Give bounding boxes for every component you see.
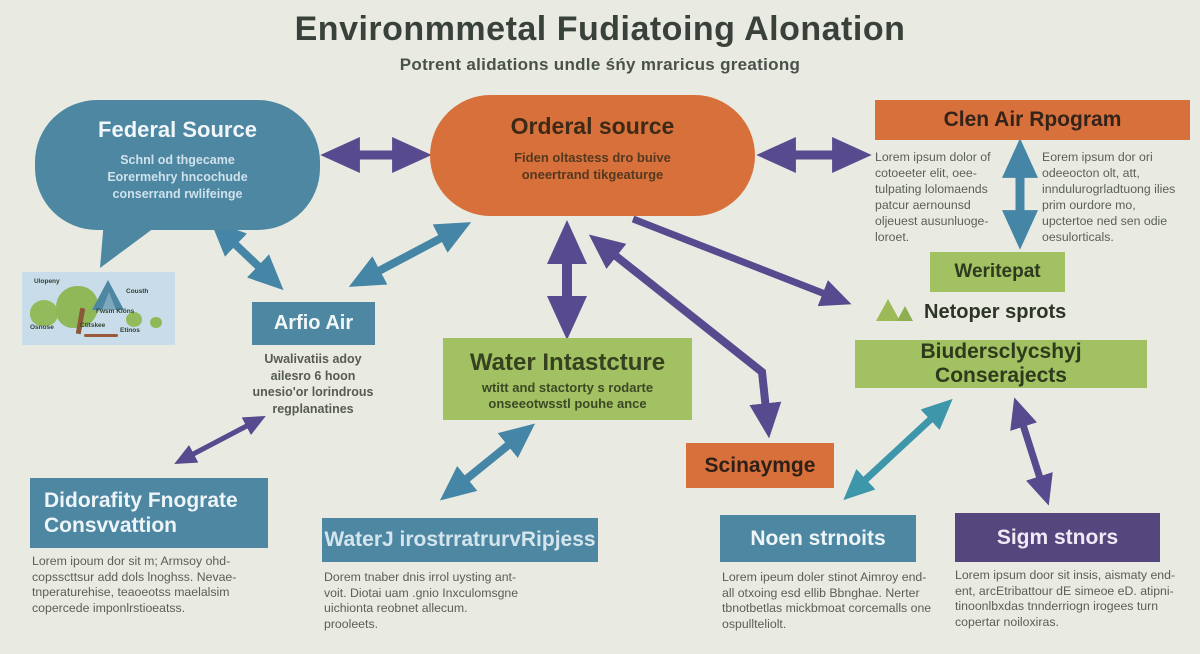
- scinaymge-label: Scinaymge: [704, 453, 816, 477]
- clen-air-text-left: Lorem ipsum dolor of cotoeeter elit, oee…: [875, 150, 991, 244]
- ground-stroke: [84, 334, 118, 337]
- mountain-highlight-icon: [102, 292, 116, 310]
- orderal-source-body: Fiden oltastess dro buive oneertrand tik…: [514, 150, 671, 182]
- illustration-label: Ulopeny: [34, 278, 60, 285]
- node-federal-source: Federal Source Schnl od thgecame Eorerme…: [35, 100, 320, 230]
- node-scinaymge: Scinaymge: [686, 443, 834, 488]
- page-subtitle: Potrent alidations undle śńy mraricus gr…: [399, 55, 801, 74]
- biuderscl-label: Biudersclycshyj Conserajects: [920, 340, 1082, 387]
- node-biuderscl-conserajects: Biudersclycshyj Conserajects: [855, 340, 1147, 388]
- federal-source-label: Federal Source: [98, 117, 257, 142]
- node-water-intastcture: Water Intastcture wtitt and stactorty s …: [443, 338, 692, 420]
- illustration-label: Etinos: [120, 327, 140, 334]
- illustration-label: Ctitskee: [80, 322, 106, 329]
- arrow-didorafity-to-arfio: [174, 415, 266, 465]
- noen-body: Lorem ipeum doler stinot Aimroy end- all…: [722, 570, 932, 631]
- sigm-label: Sigm stnors: [996, 525, 1119, 549]
- header: Environmmetal Fudiatoing Alonation Potre…: [0, 10, 1200, 75]
- node-weritepat: Weritepat: [930, 252, 1065, 292]
- waterj-body: Dorem tnaber dnis irrol uysting ant- voi…: [324, 570, 519, 631]
- arrow-orderal-to-scinaymge: [588, 234, 782, 439]
- water-intastcture-body: wtitt and stactorty s rodarte onseeotwss…: [481, 380, 654, 411]
- node-noen-strnoits: Noen strnoits: [720, 515, 916, 562]
- page-title: Environmmetal Fudiatoing Alonation: [294, 10, 906, 48]
- federal-source-body: Schnl od thgecame Eorermehry hncochude c…: [107, 153, 248, 201]
- waterj-label: WaterJ irostrratrurvRipjess: [324, 528, 596, 551]
- landscape-illustration: Ulopeny Cousth Fwsm Kiöns Osnose Ctitske…: [22, 272, 175, 345]
- clen-air-text-right: Eorem ipsum dor ori odeeocton olt, att, …: [1042, 150, 1176, 244]
- illustration-label: Cousth: [126, 288, 149, 295]
- sigm-body: Lorem ipsum door sit insis, aismaty end-…: [955, 568, 1176, 629]
- arfio-air-body: Uwalivatiis adoy ailesro 6 hoon unesio'o…: [252, 352, 374, 416]
- mountain-triangle-large: [876, 299, 900, 321]
- node-waterj-ripjess: WaterJ irostrratrurvRipjess: [322, 518, 598, 562]
- node-sigm-stnors: Sigm stnors: [955, 513, 1160, 562]
- arrow-noen-to-biuderscl: [843, 398, 953, 501]
- bush-icon: [126, 312, 142, 327]
- orderal-source-label: Orderal source: [510, 113, 675, 139]
- arrow-orderal-to-arfio: [348, 222, 472, 287]
- didorafity-label: Didorafity Fnograte Consvvattion: [44, 489, 238, 537]
- node-orderal-source: Orderal source Fiden oltastess dro buive…: [430, 95, 755, 216]
- node-arfio-air: Arfio Air: [252, 302, 375, 345]
- arrow-biuderscl-to-sigm: [1010, 397, 1053, 506]
- weritepat-label: Weritepat: [954, 261, 1041, 282]
- netoper-sprots-label: Netoper sprots: [924, 301, 1067, 323]
- bush-icon: [150, 317, 162, 328]
- water-intastcture-label: Water Intastcture: [469, 349, 666, 376]
- clen-air-label: Clen Air Rpogram: [943, 108, 1122, 131]
- node-clen-air-program: Clen Air Rpogram: [875, 100, 1190, 140]
- mountain-triangle-small: [897, 306, 913, 321]
- arrow-orderal-to-netoper: [631, 215, 852, 307]
- arrow-federal-to-arfio: [210, 220, 284, 291]
- illustration-label: Fwsm Kiöns: [96, 308, 135, 315]
- node-didorafity-consvvattion: Didorafity Fnograte Consvvattion: [30, 478, 268, 548]
- arrow-waterj-to-water: [439, 423, 536, 501]
- mountains-icon: [876, 297, 922, 321]
- arfio-air-label: Arfio Air: [273, 312, 354, 334]
- tree-icon: [30, 300, 58, 326]
- illustration-label: Osnose: [30, 324, 54, 331]
- noen-label: Noen strnoits: [750, 526, 886, 550]
- didorafity-body: Lorem ipoum dor sit m; Armsoy ohd- copss…: [32, 554, 237, 615]
